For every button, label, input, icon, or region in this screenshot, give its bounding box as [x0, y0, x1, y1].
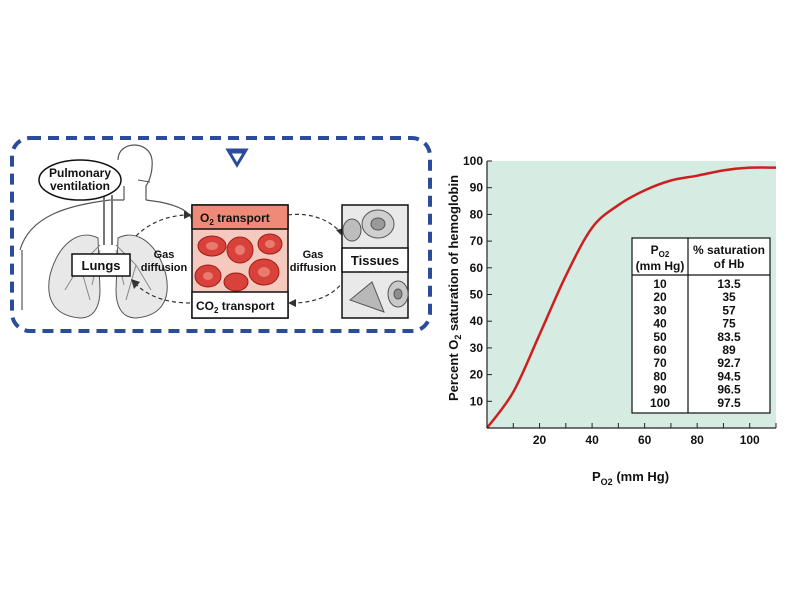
y-tick-label: 90 — [470, 181, 484, 195]
lungs-label: Lungs — [82, 258, 121, 273]
y-tick-label: 100 — [463, 154, 483, 168]
human-torso-illustration — [19, 144, 193, 310]
y-tick-label: 70 — [470, 234, 484, 248]
table-cell-saturation: 92.7 — [717, 356, 741, 370]
y-tick-label: 20 — [470, 368, 484, 382]
dashed-frame — [10, 136, 432, 333]
x-tick-label: 80 — [691, 433, 705, 447]
table-cell-po2: 80 — [653, 369, 667, 383]
table-cell-po2: 10 — [653, 277, 667, 291]
arrows-right — [287, 213, 345, 304]
arrowhead-left-icon — [288, 299, 296, 307]
table-cell-saturation: 13.5 — [717, 277, 741, 291]
x-tick-label: 60 — [638, 433, 652, 447]
table-cell-po2: 100 — [650, 396, 670, 410]
table-col2-header-line2: of Hb — [714, 257, 745, 271]
table-cell-saturation: 75 — [722, 317, 736, 331]
co2-transport-band — [191, 291, 289, 319]
arrowhead-lungs-icon — [131, 279, 140, 289]
o2-transport-label: O2 transport — [200, 211, 270, 227]
y-tick-label: 80 — [470, 207, 484, 221]
table-cell-saturation: 83.5 — [717, 330, 741, 344]
tissues-label: Tissues — [351, 253, 399, 268]
x-tick-label: 100 — [740, 433, 760, 447]
saturation-curve — [485, 166, 777, 429]
co2-transport-label: CO2 transport — [196, 299, 274, 315]
table-col2-header-line1: % saturation — [693, 243, 765, 257]
y-tick-label: 50 — [470, 288, 484, 302]
pulmonary-label-line1: Pulmonary — [49, 166, 111, 180]
gas-diffusion-right-line2: diffusion — [290, 262, 337, 274]
table-cell-saturation: 97.5 — [717, 396, 741, 410]
table-cell-saturation: 94.5 — [717, 369, 741, 383]
y-tick-label: 30 — [470, 341, 484, 355]
table-cell-saturation: 96.5 — [717, 383, 741, 397]
trachea — [103, 195, 113, 245]
pulmonary-ventilation-oval — [38, 159, 122, 201]
respiration-diagram: Pulmonary ventilation Lungs Gas diffusio… — [10, 136, 432, 333]
table-cell-saturation: 89 — [722, 343, 736, 357]
table-frame — [631, 237, 771, 414]
table-cell-po2: 40 — [653, 317, 667, 331]
table-col1-header: PO2 — [651, 243, 670, 259]
table-cell-po2: 70 — [653, 356, 667, 370]
x-axis-ticks: 20 40 60 80 100 — [512, 423, 777, 447]
table-cell-po2: 90 — [653, 383, 667, 397]
down-arrow-icon — [225, 148, 249, 168]
red-blood-cells — [194, 233, 283, 292]
lungs-box — [71, 253, 131, 277]
table-cell-po2: 30 — [653, 303, 667, 317]
table-cell-po2: 50 — [653, 330, 667, 344]
table-cell-po2: 60 — [653, 343, 667, 357]
y-tick-label: 40 — [470, 314, 484, 328]
y-axis-ticks: 10 20 30 40 50 60 70 80 90 100 — [463, 154, 492, 408]
y-tick-label: 60 — [470, 261, 484, 275]
gas-diffusion-left-line2: diffusion — [141, 262, 188, 274]
table-cell-po2: 20 — [653, 290, 667, 304]
x-axis-label: PO2 (mm Hg) — [592, 469, 669, 487]
table-cell-saturation: 35 — [722, 290, 736, 304]
arrowhead-right-icon — [184, 211, 192, 219]
gas-diffusion-right-line1: Gas — [303, 249, 324, 261]
y-tick-label: 10 — [470, 394, 484, 408]
tissues-box — [341, 247, 409, 273]
x-tick-label: 40 — [585, 433, 599, 447]
x-tick-label: 20 — [533, 433, 547, 447]
table-col1-header-units: (mm Hg) — [636, 259, 685, 273]
tissue-cells — [342, 209, 409, 313]
table-rows: 10 13.5 20 35 30 57 40 75 50 83.5 60 89 70 92.7 80 94.5… — [650, 277, 741, 410]
o2-transport-band — [191, 204, 289, 230]
gas-diffusion-left-line1: Gas — [154, 249, 175, 261]
pulmonary-label-line2: ventilation — [50, 179, 110, 193]
table-cell-saturation: 57 — [722, 303, 736, 317]
y-axis-label: Percent O2 saturation of hemoglobin — [446, 175, 463, 401]
